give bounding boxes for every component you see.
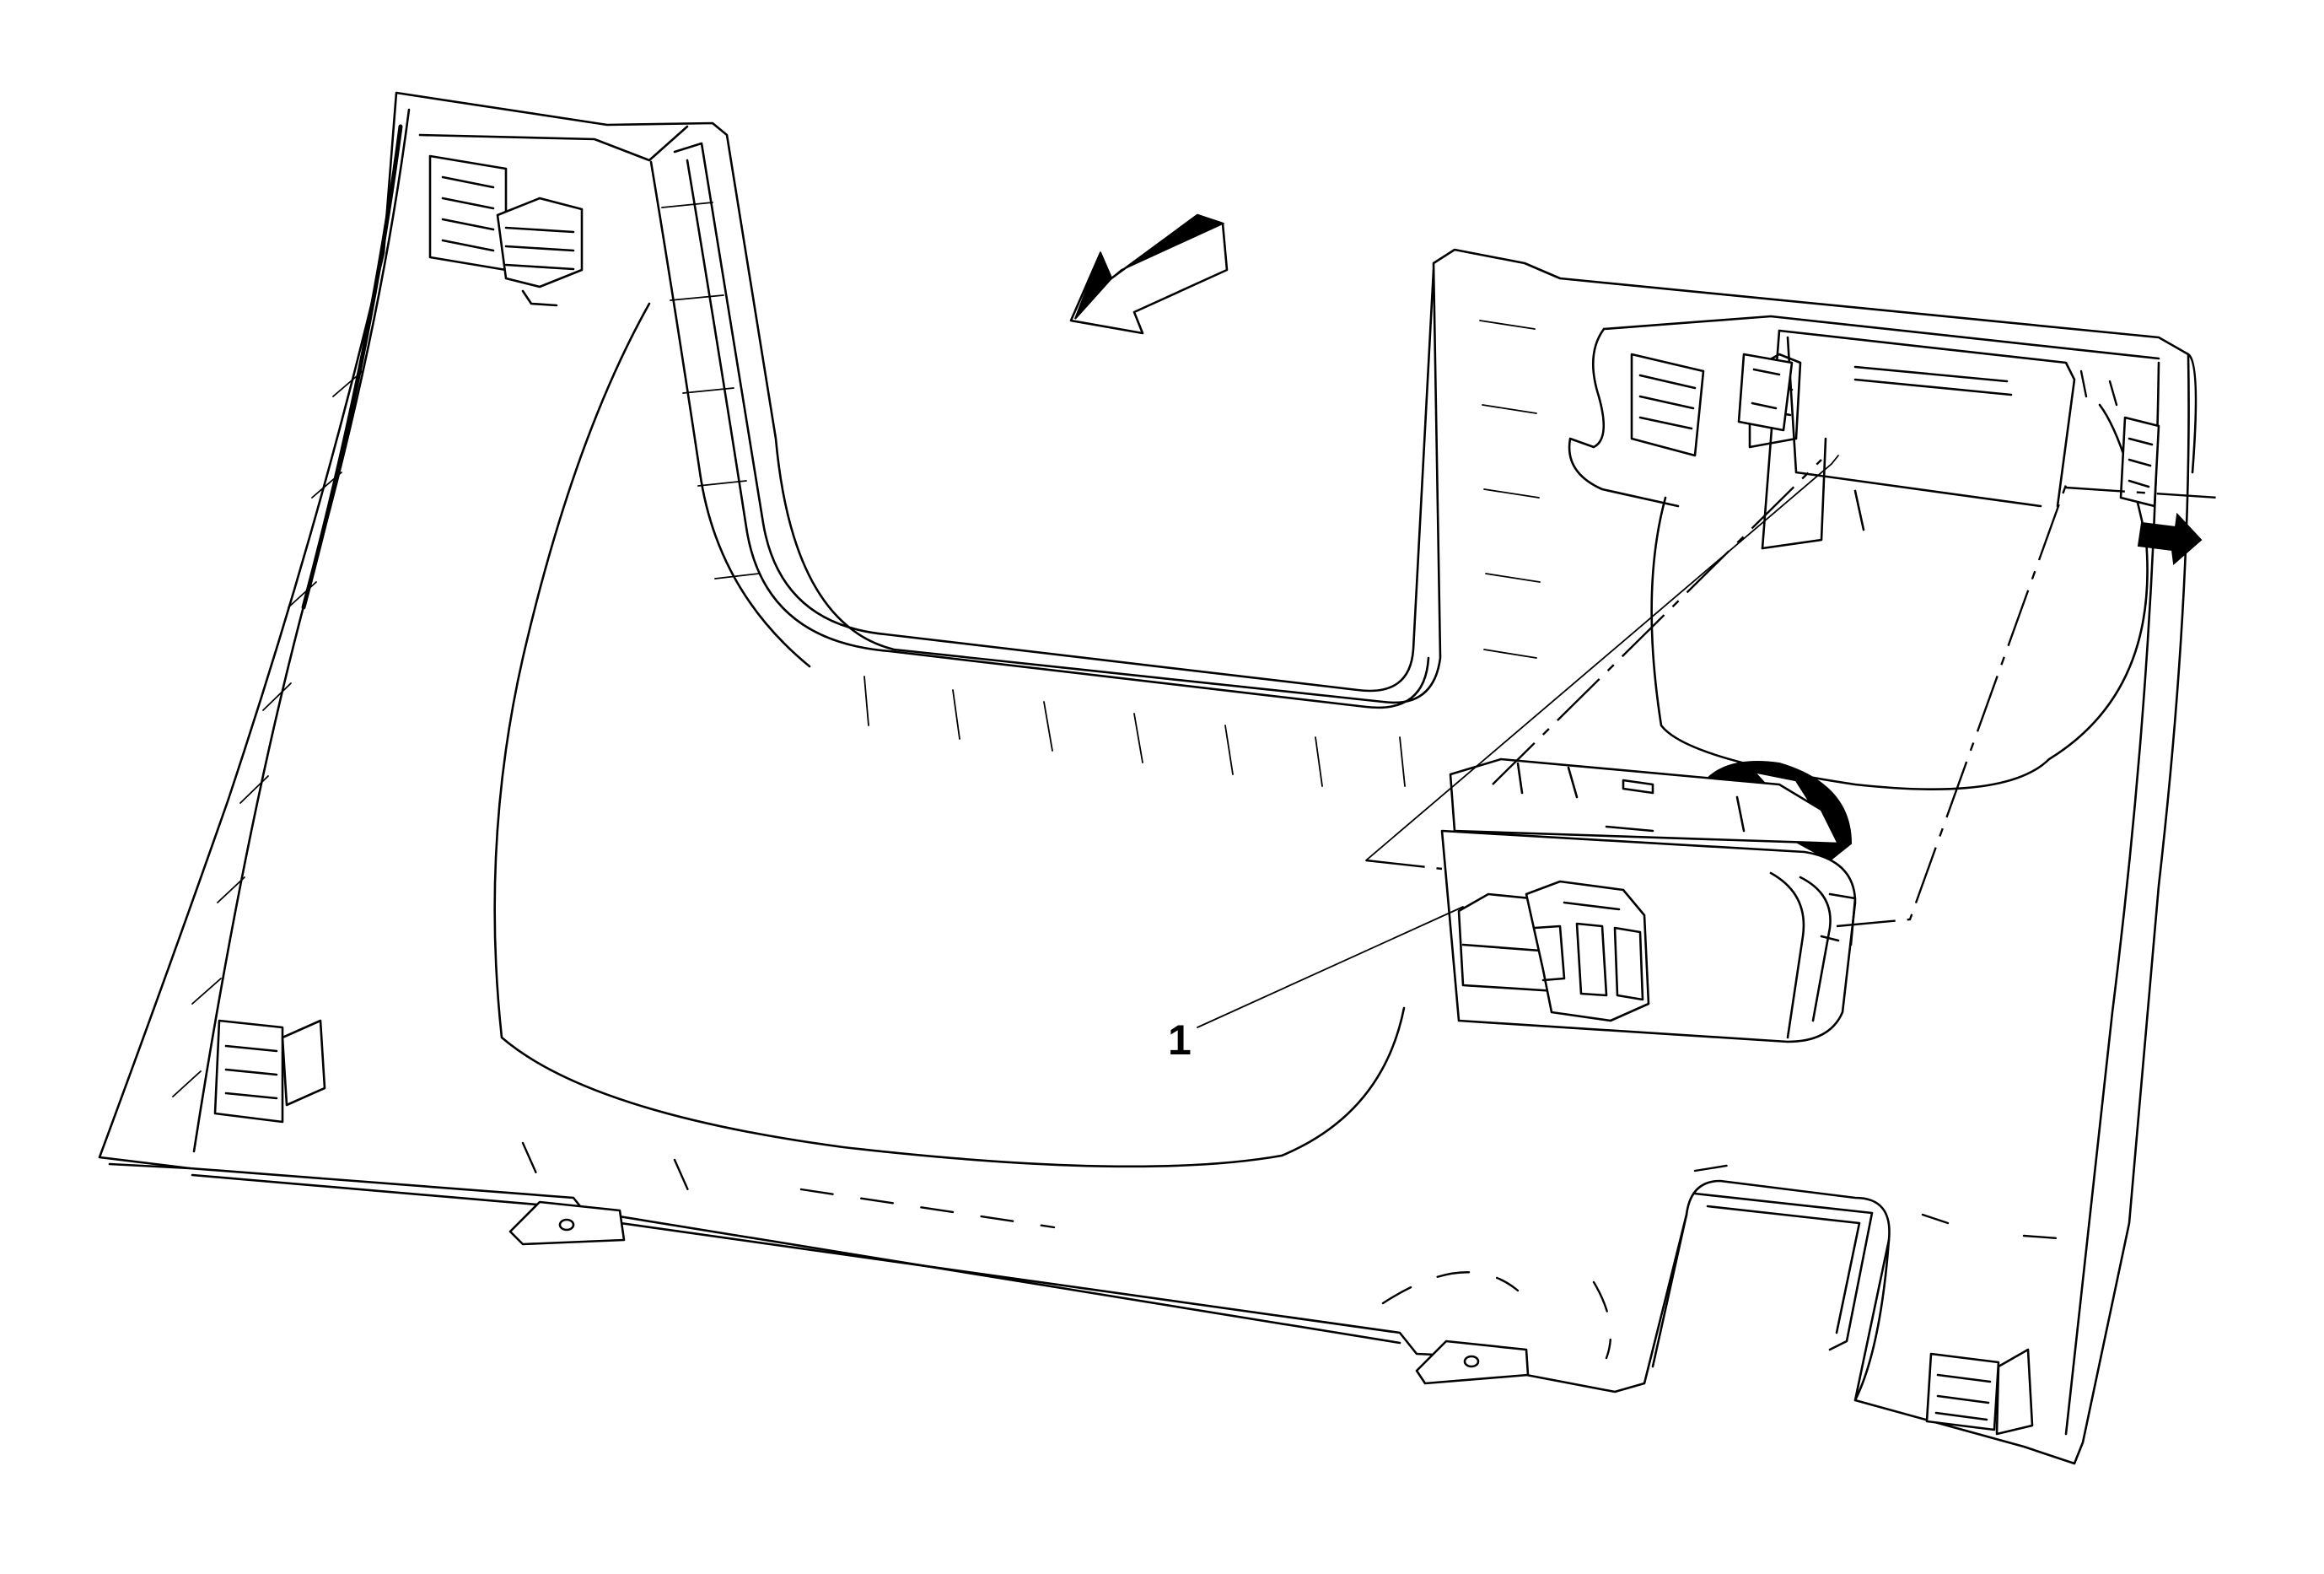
mounting-tab-bottom-left xyxy=(508,1200,626,1246)
direction-arrow-icon xyxy=(1069,213,1229,335)
retainer-clip-right-edge xyxy=(2119,416,2160,508)
callout-1: 1 xyxy=(1168,906,1464,1064)
callout-1-label: 1 xyxy=(1168,1016,1192,1064)
retainer-clip-lower-left xyxy=(213,1019,326,1124)
steering-opening-ribs xyxy=(661,202,1541,787)
switch-assembly xyxy=(1440,757,1857,1043)
mounting-tab-bottom-center xyxy=(1415,1340,1530,1385)
retainer-clip-upper-left xyxy=(428,154,584,307)
release-arrow-icon xyxy=(2137,512,2203,565)
alignment-centerlines xyxy=(1365,455,2219,928)
switch-mount-opening xyxy=(1737,329,2076,550)
retainer-clip-lower-right xyxy=(1925,1348,2034,1436)
